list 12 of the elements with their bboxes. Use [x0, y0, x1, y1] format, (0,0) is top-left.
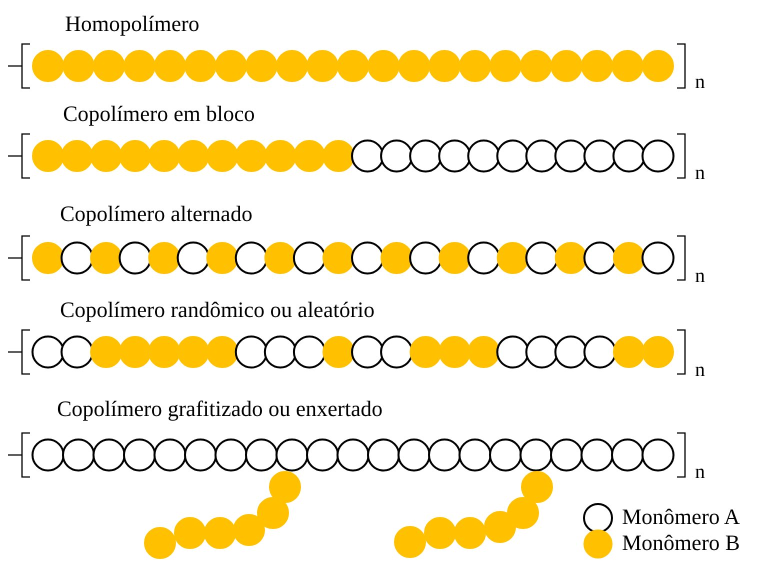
polymer-type-title: Copolímero grafitizado ou enxertado [57, 397, 383, 421]
polymer-type-title: Copolímero em bloco [63, 102, 255, 126]
polymer-type-title: Homopolímero [65, 12, 200, 36]
repeat-subscript: n [695, 70, 705, 94]
polymer-type-title: Copolímero alternado [60, 202, 252, 226]
legend-label: Monômero A [622, 505, 740, 529]
repeat-subscript: n [695, 264, 705, 288]
repeat-subscript: n [695, 358, 705, 382]
repeat-subscript: n [695, 460, 705, 484]
polymer-type-title: Copolímero randômico ou aleatório [60, 298, 375, 322]
legend-label: Monômero B [622, 531, 740, 555]
repeat-subscript: n [695, 161, 705, 185]
